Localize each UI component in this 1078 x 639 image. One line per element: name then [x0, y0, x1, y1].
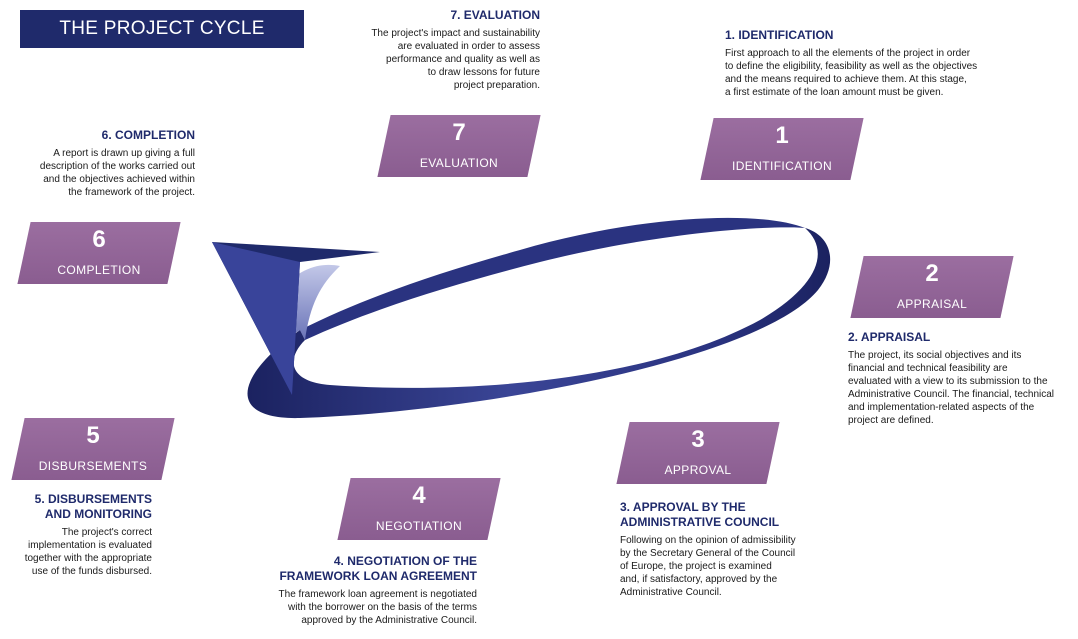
stage-4-badge: 4 NEGOTIATION: [337, 478, 501, 540]
stage-6-heading: 6. COMPLETION: [101, 128, 195, 142]
stage-2-badge: 2 APPRAISAL: [850, 256, 1014, 318]
stage-6-label: COMPLETION: [57, 263, 141, 277]
stage-4-number: 4: [412, 482, 426, 509]
stage-3-badge: 3 APPROVAL: [616, 422, 780, 484]
stage-4-description: The framework loan agreement is negotiat…: [278, 589, 477, 626]
stage-4-heading: 4. NEGOTIATION OF THE FRAMEWORK LOAN AGR…: [279, 554, 477, 583]
stage-4-text: 4. NEGOTIATION OF THE FRAMEWORK LOAN AGR…: [232, 554, 477, 627]
stage-5-number: 5: [86, 422, 100, 449]
arrow-head-shade: [212, 242, 300, 395]
stage-2-heading: 2. APPRAISAL: [848, 330, 931, 344]
stage-6-number: 6: [92, 226, 106, 253]
stage-2-text: 2. APPRAISAL The project, its social obj…: [848, 330, 1073, 427]
stage-1-heading: 1. IDENTIFICATION: [725, 28, 834, 42]
stage-3-description: Following on the opinion of admissibilit…: [620, 535, 796, 598]
stage-7-text: 7. EVALUATION The project's impact and s…: [340, 8, 540, 92]
stage-5-text: 5. DISBURSEMENTS AND MONITORING The proj…: [0, 492, 152, 578]
stage-2-label: APPRAISAL: [896, 297, 968, 311]
stage-1-number: 1: [775, 122, 789, 149]
arrow-upper-band: [300, 217, 805, 340]
stage-5-label: DISBURSEMENTS: [38, 459, 148, 473]
stage-2-description: The project, its social objectives and i…: [848, 350, 1055, 426]
stage-2-number: 2: [925, 260, 939, 287]
stage-7-label: EVALUATION: [419, 156, 499, 170]
page-title: THE PROJECT CYCLE: [20, 10, 304, 48]
stage-5-description: The project's correct implementation is …: [24, 527, 152, 577]
stage-1-description: First approach to all the elements of th…: [725, 48, 978, 98]
stage-7-badge: 7 EVALUATION: [377, 115, 541, 177]
stage-3-number: 3: [691, 426, 705, 453]
stage-3-label: APPROVAL: [664, 463, 732, 477]
stage-6-description: A report is drawn up giving a full descr…: [39, 148, 195, 198]
stage-5-badge: 5 DISBURSEMENTS: [11, 418, 175, 480]
arrow-lower-band: [247, 228, 831, 419]
stage-1-badge: 1 IDENTIFICATION: [700, 118, 864, 180]
stage-4-label: NEGOTIATION: [375, 519, 463, 533]
stage-5-heading: 5. DISBURSEMENTS AND MONITORING: [34, 492, 152, 521]
stage-1-text: 1. IDENTIFICATION First approach to all …: [725, 28, 1025, 99]
stage-1-label: IDENTIFICATION: [731, 159, 833, 173]
stage-3-heading: 3. APPROVAL BY THE ADMINISTRATIVE COUNCI…: [620, 500, 780, 529]
stage-6-badge: 6 COMPLETION: [17, 222, 181, 284]
stage-7-description: The project's impact and sustainability …: [371, 28, 540, 91]
stage-3-text: 3. APPROVAL BY THE ADMINISTRATIVE COUNCI…: [620, 500, 850, 599]
stage-7-number: 7: [452, 119, 466, 146]
stage-6-text: 6. COMPLETION A report is drawn up givin…: [0, 128, 195, 199]
stage-7-heading: 7. EVALUATION: [450, 8, 540, 22]
